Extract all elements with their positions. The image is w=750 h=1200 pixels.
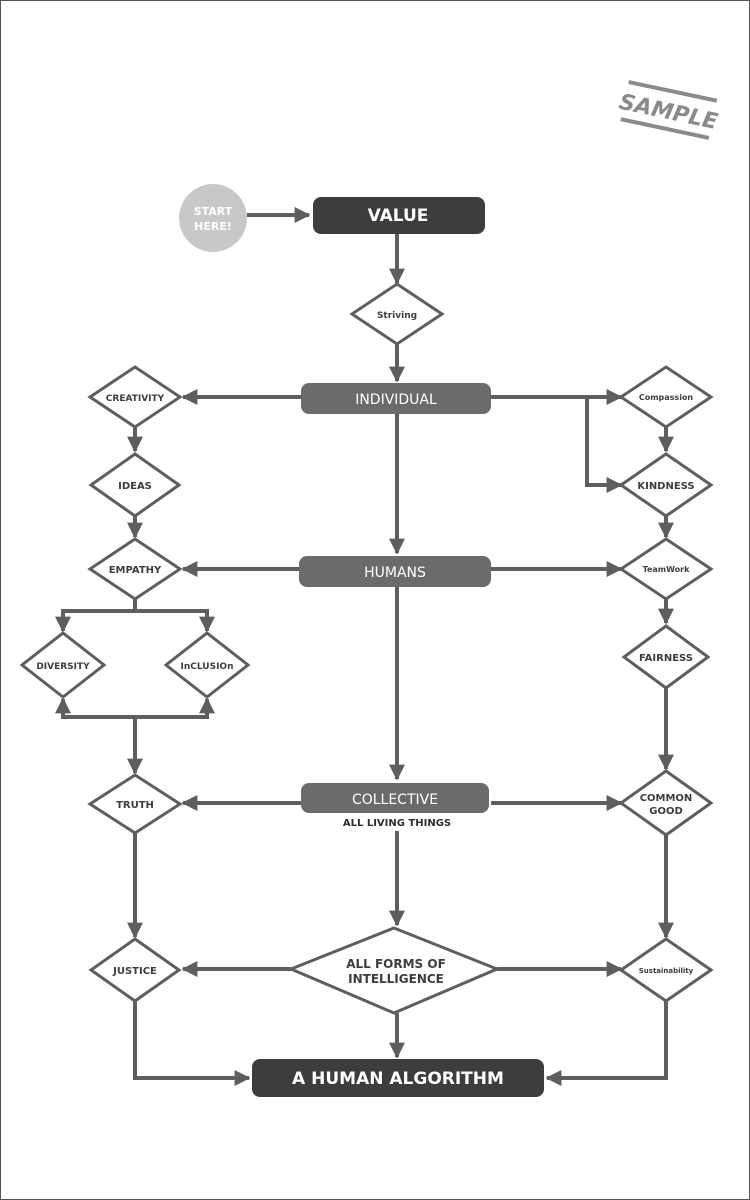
common-good-line2: GOOD	[649, 806, 683, 817]
arrow-sustainability-algorithm	[545, 1001, 668, 1086]
justice-label: JUSTICE	[112, 966, 157, 977]
fairness-node: FAIRNESS	[621, 624, 711, 690]
start-line2: HERE!	[194, 220, 232, 233]
value-label: VALUE	[368, 206, 429, 226]
humans-node: HUMANS	[299, 556, 491, 587]
arrow-to-diversity-bottom	[55, 697, 137, 753]
human-algorithm-label: A HUMAN ALGORITHM	[292, 1069, 504, 1089]
ideas-node: IDEAS	[88, 452, 182, 518]
human-algorithm-node: A HUMAN ALGORITHM	[252, 1059, 544, 1097]
striving-label: Striving	[377, 311, 417, 321]
justice-node: JUSTICE	[88, 937, 182, 1003]
truth-label: TRUTH	[116, 800, 154, 811]
teamwork-node: TeamWork	[618, 537, 714, 601]
truth-node: TRUTH	[87, 773, 183, 835]
compassion-label: Compassion	[639, 393, 694, 402]
humans-label: HUMANS	[364, 565, 426, 581]
common-good-node: COMMON GOOD	[618, 769, 714, 837]
sample-stamp: SAMPLE	[617, 80, 720, 140]
creativity-node: CREATIVITY	[87, 365, 183, 429]
start-line1: START	[194, 205, 233, 218]
start-node: START HERE!	[179, 184, 247, 252]
sustainability-label: Sustainability	[639, 967, 694, 975]
fairness-label: FAIRNESS	[639, 653, 693, 664]
collective-node: COLLECTIVE ALL LIVING THINGS	[301, 783, 489, 829]
intelligence-line2: INTELLIGENCE	[348, 972, 444, 986]
striving-node: Striving	[349, 282, 445, 346]
arrow-to-inclusion-bottom	[135, 697, 215, 719]
arrow-empathy-diversity	[55, 599, 137, 633]
empathy-label: EMPATHY	[109, 565, 162, 576]
arrow-justice-algorithm	[133, 1001, 251, 1086]
common-good-line1: COMMON	[640, 793, 693, 804]
inclusion-label: InCLUSIOn	[181, 662, 234, 672]
intelligence-line1: ALL FORMS OF	[346, 957, 446, 971]
inclusion-node: InCLUSIOn	[163, 631, 251, 699]
creativity-label: CREATIVITY	[106, 394, 165, 404]
individual-label: INDIVIDUAL	[355, 392, 437, 408]
kindness-label: KINDNESS	[637, 481, 694, 492]
intelligence-node: ALL FORMS OF INTELLIGENCE	[287, 926, 501, 1015]
arrow-empathy-inclusion	[135, 609, 215, 633]
kindness-node: KINDNESS	[618, 452, 714, 518]
diversity-node: DIVERSITY	[19, 631, 107, 699]
empathy-node: EMPATHY	[87, 537, 183, 601]
connectors	[55, 207, 674, 1086]
sustainability-node: Sustainability	[618, 937, 714, 1003]
value-node: VALUE	[313, 197, 485, 234]
individual-node: INDIVIDUAL	[301, 383, 491, 414]
arrow-individual-kindness	[585, 397, 623, 493]
collective-sublabel: ALL LIVING THINGS	[343, 818, 451, 829]
collective-label: COLLECTIVE	[352, 792, 438, 808]
teamwork-label: TeamWork	[643, 565, 691, 574]
ideas-label: IDEAS	[118, 481, 152, 492]
diversity-label: DIVERSITY	[36, 662, 90, 672]
compassion-node: Compassion	[618, 365, 714, 429]
